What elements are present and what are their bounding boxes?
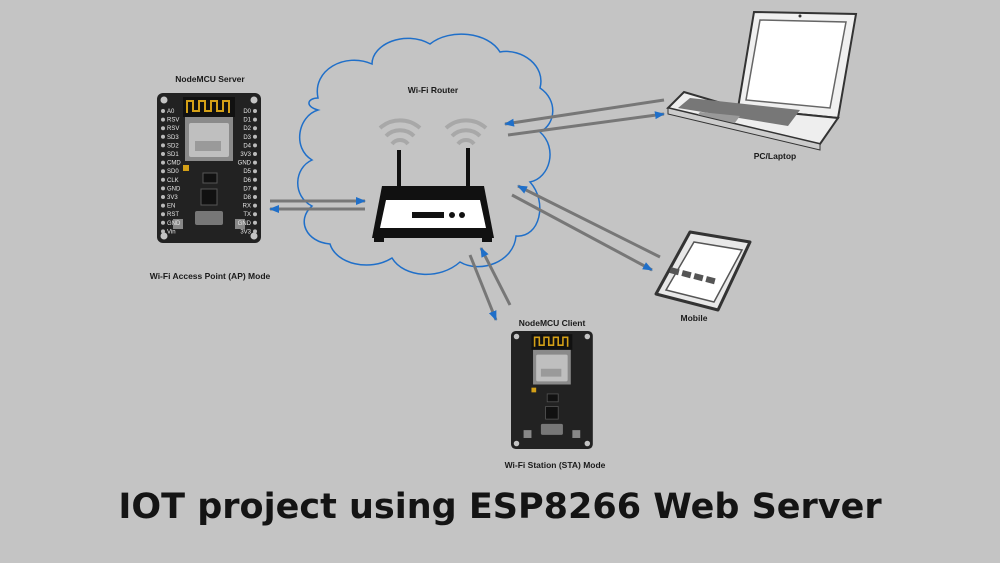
smartphone-icon [654, 230, 752, 312]
nodemcu-server-board-icon: A0RSVRSVSD3SD2SD1CMDSD0CLKGND3V3ENRSTGND… [156, 92, 262, 244]
pin-label: RSV [167, 118, 179, 124]
pin-label: D6 [243, 178, 251, 184]
header-pin [161, 229, 165, 234]
pin-label: D3 [243, 135, 251, 141]
header-pin [253, 169, 257, 174]
header-pin [161, 152, 165, 156]
pin-label: D8 [243, 195, 251, 201]
header-pin [161, 169, 165, 174]
header-pin [161, 195, 165, 199]
header-pin [253, 203, 257, 208]
cloud-icon [297, 33, 554, 275]
laptop-title: PC/Laptop [753, 151, 797, 161]
server-title: NodeMCU Server [175, 74, 245, 84]
header-pin [253, 152, 257, 156]
pin-label: D4 [243, 143, 251, 149]
pin-label: D0 [243, 109, 251, 115]
header-pin [161, 212, 165, 217]
arrow-laptop-to-router [504, 98, 665, 127]
nodemcu-client-board-icon [510, 330, 594, 450]
header-pin [253, 220, 257, 225]
pin-label: 3V3 [167, 195, 178, 201]
header-pin [161, 109, 165, 113]
header-pin [253, 117, 257, 122]
pin-label: A0 [167, 109, 175, 115]
pin-label: Vin [167, 229, 176, 235]
pin-label: RX [243, 204, 251, 210]
pin-label: SD0 [167, 169, 179, 175]
header-pin [161, 117, 165, 122]
client-mode-label: Wi-Fi Station (STA) Mode [504, 460, 606, 470]
mobile-title: Mobile [680, 313, 708, 323]
pin-label: D1 [243, 118, 251, 124]
header-pin [253, 109, 257, 113]
header-pin [253, 195, 257, 199]
arrow-mobile-to-router [517, 184, 661, 259]
pin-label: RSV [167, 126, 179, 132]
server-mode-label: Wi-Fi Access Point (AP) Mode [149, 271, 271, 281]
header-pin [253, 186, 257, 191]
pin-label: GND [167, 221, 181, 227]
header-pin [161, 126, 165, 131]
header-pin [161, 160, 165, 165]
pin-label: EN [167, 204, 175, 210]
arrow-client-to-router [479, 247, 512, 306]
header-pin [161, 186, 165, 191]
pin-label: D5 [243, 169, 251, 175]
pin-label: CLK [167, 178, 179, 184]
header-pin [161, 220, 165, 225]
pin-label: D7 [243, 186, 251, 192]
laptop-icon [666, 10, 858, 151]
pin-label: D2 [243, 126, 251, 132]
pin-label: 3V3 [240, 229, 251, 235]
header-pin [253, 212, 257, 217]
pin-label: CMD [167, 161, 181, 167]
wifi-router-icon [372, 118, 494, 242]
pin-label: GND [238, 161, 252, 167]
pin-label: SD2 [167, 143, 179, 149]
header-pin [161, 177, 165, 182]
pin-label: TX [243, 212, 251, 218]
header-pin [253, 177, 257, 182]
arrow-router-to-mobile [511, 193, 653, 272]
arrow-router-to-laptop [507, 111, 665, 137]
client-title: NodeMCU Client [518, 318, 586, 328]
header-pin [253, 229, 257, 234]
page-title: IOT project using ESP8266 Web Server [118, 487, 882, 527]
connection-arrows [269, 98, 665, 321]
router-title: Wi-Fi Router [407, 85, 459, 95]
pin-label: SD3 [167, 135, 179, 141]
header-pin [253, 143, 257, 148]
pin-label: RST [167, 212, 179, 218]
header-pin [253, 134, 257, 139]
header-pin [161, 143, 165, 148]
pin-label: GND [167, 186, 181, 192]
header-pin [161, 203, 165, 208]
pin-label: 3V3 [240, 152, 251, 158]
header-pin [253, 160, 257, 165]
arrow-router-to-client [468, 254, 498, 321]
header-pin [161, 134, 165, 139]
pin-label: SD1 [167, 152, 179, 158]
header-pin [253, 126, 257, 131]
pin-label: GND [238, 221, 252, 227]
